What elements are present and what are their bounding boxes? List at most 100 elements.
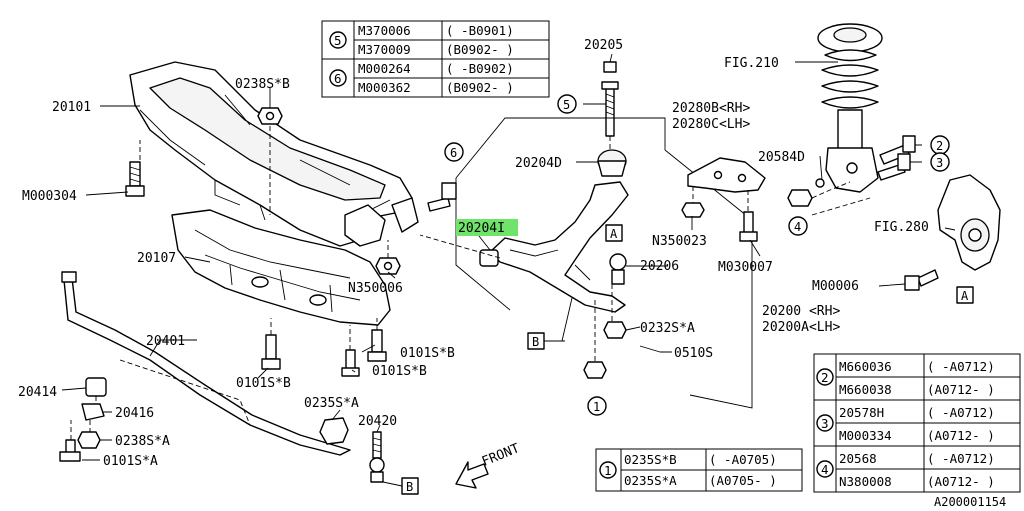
table-nuts-1: 1 0235S*B ( -A0705) 0235S*A (A0705- ) [595,448,803,492]
callout-6[interactable]: 6 [444,142,464,162]
svg-text:B: B [406,480,413,494]
table56-group-5: 5 [334,33,342,48]
label-20204d: 20204D [515,156,562,171]
svg-text:5: 5 [563,98,570,112]
callout-3[interactable]: 3 [930,152,950,172]
table234-r2-range: ( -A0712) [927,405,995,420]
bolt-0101s-b-a[interactable] [261,334,281,370]
highlight-20204i [456,219,518,236]
svg-text:2: 2 [936,139,943,153]
table234-r5-part: N380008 [839,474,892,489]
knuckle-fig280[interactable] [937,174,1001,271]
table56-r2-range: ( -B0902) [446,61,514,76]
nut-0235s-a[interactable] [319,417,349,445]
label-20204i[interactable]: 20204I [458,221,505,236]
clamp-20416[interactable] [81,403,105,421]
table56-group-6: 6 [334,71,342,86]
label-0101s-b-3: 0101S*B [372,364,427,379]
svg-text:3: 3 [936,156,943,170]
label-20584d: 20584D [758,150,805,165]
table1-r0-range: ( -A0705) [709,452,777,467]
bracket-20280[interactable] [687,157,766,193]
pin-0510s[interactable] [639,345,661,353]
bolt-0101s-a[interactable] [59,439,81,462]
table56-r0-part: M370006 [358,23,411,38]
bolt-m000304[interactable] [125,161,145,197]
table234-group-2: 2 [821,370,829,385]
label-20205: 20205 [584,38,623,53]
nut-20568[interactable] [787,178,825,207]
bolt-m370-long[interactable] [427,182,457,212]
table234-r5-range: (A0712- ) [927,474,995,489]
table234-group-3: 3 [821,416,829,431]
label-20280c-lh: 20280C<LH> [672,117,750,132]
label-n350023: N350023 [652,234,707,249]
label-20416: 20416 [115,406,154,421]
bush-20204i[interactable] [479,249,499,267]
table234-r4-range: ( -A0712) [927,451,995,466]
label-20401: 20401 [146,334,185,349]
bolt-0101s-b-c[interactable] [341,349,360,377]
table1-group-1: 1 [604,463,612,478]
stabilizer-link-20420[interactable] [369,431,385,483]
front-arrow-icon [455,461,489,489]
label-0235s-a: 0235S*A [304,396,359,411]
bush-20414[interactable] [85,377,107,397]
ref-box-b-1[interactable]: B [527,332,545,350]
label-20280b-rh: 20280B<RH> [672,101,750,116]
strut-assembly[interactable] [817,23,883,193]
stabilizer-bar-20401[interactable] [61,271,351,456]
nut-n350023[interactable] [681,202,705,218]
label-0101s-b-2: 0101S*B [400,346,455,361]
nut-0232s-a[interactable] [603,321,627,339]
bolt-m00006[interactable] [904,269,939,291]
label-20420: 20420 [358,414,397,429]
table234-r1-part: M660038 [839,382,892,397]
label-n350006: N350006 [348,281,403,296]
ball-joint-20206[interactable] [609,253,627,285]
crossmember-20101[interactable] [129,61,419,247]
table56-r0-range: ( -B0901) [446,23,514,38]
table234-r4-part: 20568 [839,451,877,466]
table234-r2-part: 20578H [839,405,884,420]
callout-4[interactable]: 4 [788,216,808,236]
table234-r3-part: M000334 [839,428,892,443]
table1-r1-range: (A0705- ) [709,473,777,488]
table56-r2-part: M000264 [358,61,411,76]
bolt-m030007[interactable] [739,211,758,242]
label-20200a-lh: 20200A<LH> [762,320,840,335]
label-m030007: M030007 [718,260,773,275]
svg-text:4: 4 [794,220,801,234]
table-bolts-5-6: 5 6 M370006 ( -B0901) M370009 (B0902- ) … [321,20,550,98]
callout-2[interactable]: 2 [930,135,950,155]
nut-n350006[interactable] [375,257,401,275]
callout-5[interactable]: 5 [557,94,577,114]
nut-0238s-a[interactable] [77,431,101,449]
label-0101s-a: 0101S*A [103,454,158,469]
callout-1[interactable]: 1 [587,396,607,416]
control-arm-20200[interactable] [489,149,629,313]
svg-text:B: B [532,335,539,349]
label-0232s-a: 0232S*A [640,321,695,336]
nut-0238s-b[interactable] [257,107,283,125]
label-0101s-b-1: 0101S*B [236,376,291,391]
label-20107: 20107 [137,251,176,266]
table234-group-4: 4 [821,462,829,477]
ref-box-b-2[interactable]: B [401,477,419,495]
bolt-20205[interactable] [601,61,619,137]
table234-r1-range: (A0712- ) [927,382,995,397]
ref-box-a-1[interactable]: A [605,224,623,242]
support-plate-20107[interactable] [171,209,391,326]
svg-text:A: A [610,227,618,241]
nut-bottom-1[interactable] [583,361,607,379]
label-fig210[interactable]: FIG.210 [724,56,779,71]
label-m000304: M000304 [22,189,77,204]
label-fig280[interactable]: FIG.280 [874,220,929,235]
table56-r3-part: M000362 [358,80,411,95]
label-0510s: 0510S [674,346,713,361]
ref-box-a-2[interactable]: A [956,286,974,304]
svg-text:1: 1 [593,400,600,414]
table56-r1-part: M370009 [358,42,411,57]
bolt-0101s-b-b[interactable] [367,329,387,362]
